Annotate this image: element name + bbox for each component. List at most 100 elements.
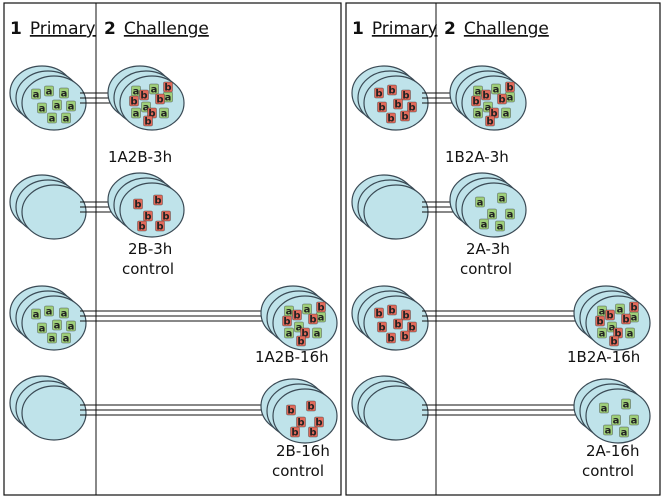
- svg-text:a: a: [475, 87, 482, 98]
- svg-text:b: b: [401, 332, 408, 343]
- chip-a: a: [495, 220, 505, 233]
- svg-text:a: a: [493, 85, 500, 96]
- svg-text:b: b: [606, 311, 613, 322]
- svg-text:b: b: [293, 311, 300, 322]
- chip-b: b: [595, 315, 605, 328]
- chip-a: a: [149, 83, 159, 96]
- challenge-dish-2b-16h-front: [272, 388, 338, 444]
- svg-text:b: b: [301, 329, 308, 340]
- svg-text:b: b: [630, 303, 637, 314]
- chip-a: a: [501, 107, 511, 120]
- svg-text:a: a: [151, 85, 158, 96]
- svg-text:b: b: [388, 306, 395, 317]
- chip-b: b: [155, 93, 165, 106]
- chip-a: a: [475, 196, 485, 209]
- chip-b: b: [161, 210, 171, 223]
- svg-text:b: b: [140, 91, 147, 102]
- chip-b: b: [481, 89, 491, 102]
- svg-text:b: b: [486, 117, 493, 128]
- svg-text:a: a: [477, 198, 484, 209]
- chip-a: a: [497, 192, 507, 205]
- chip-a: a: [312, 327, 322, 340]
- svg-text:b: b: [498, 95, 505, 106]
- svg-text:a: a: [46, 307, 53, 318]
- chip-b: b: [393, 98, 403, 111]
- svg-text:b: b: [309, 315, 316, 326]
- chip-b: b: [485, 115, 495, 128]
- svg-text:b: b: [291, 428, 298, 439]
- chip-a: a: [611, 414, 621, 427]
- svg-text:a: a: [489, 210, 496, 221]
- chip-b: b: [609, 335, 619, 348]
- challenge-dish-2b-3h-front: [119, 182, 185, 238]
- svg-text:b: b: [490, 109, 497, 120]
- svg-text:a: a: [623, 400, 630, 411]
- chip-b: b: [605, 309, 615, 322]
- svg-text:b: b: [156, 95, 163, 106]
- svg-text:a: a: [296, 323, 303, 334]
- svg-text:a: a: [621, 428, 628, 439]
- svg-text:b: b: [162, 212, 169, 223]
- chip-b: b: [401, 309, 411, 322]
- svg-text:b: b: [283, 317, 290, 328]
- primary-dish-empty-right-front: [363, 184, 429, 240]
- chip-b: b: [308, 313, 318, 326]
- label-2a-16h: 2A-16h: [586, 442, 639, 460]
- chip-b: b: [133, 198, 143, 211]
- svg-text:a: a: [33, 90, 40, 101]
- chip-a: a: [159, 107, 169, 120]
- svg-text:b: b: [378, 103, 385, 114]
- svg-text:b: b: [297, 337, 304, 348]
- label-2b-3h: 2B-3h: [128, 240, 172, 258]
- chip-b: b: [497, 93, 507, 106]
- chip-a: a: [59, 87, 69, 100]
- chip-a: a: [66, 320, 76, 333]
- chip-b: b: [308, 426, 318, 439]
- label-1a2b-3h: 1A2B-3h: [108, 148, 172, 166]
- svg-text:a: a: [481, 220, 488, 231]
- right-panel-frame: [345, 2, 661, 496]
- label-2b-16h-control: control: [272, 462, 324, 480]
- chip-b: b: [386, 112, 396, 125]
- chip-b: b: [407, 321, 417, 334]
- svg-text:a: a: [627, 329, 634, 340]
- svg-text:b: b: [482, 91, 489, 102]
- chip-a: a: [597, 327, 607, 340]
- label-2b-16h: 2B-16h: [276, 442, 330, 460]
- chip-a: a: [473, 107, 483, 120]
- label-2a-3h-control: control: [460, 260, 512, 278]
- chip-a: a: [37, 102, 47, 115]
- chip-b: b: [155, 220, 165, 233]
- svg-text:a: a: [497, 222, 504, 233]
- label-2a-16h-control: control: [582, 462, 634, 480]
- chip-b: b: [316, 301, 326, 314]
- svg-text:a: a: [304, 305, 311, 316]
- chip-a: a: [491, 83, 501, 96]
- chip-b: b: [163, 81, 173, 94]
- svg-text:b: b: [138, 222, 145, 233]
- svg-text:b: b: [408, 103, 415, 114]
- chip-a: a: [316, 311, 326, 324]
- chip-a: a: [31, 88, 41, 101]
- chip-a: a: [479, 218, 489, 231]
- chip-b: b: [137, 220, 147, 233]
- svg-text:a: a: [314, 329, 321, 340]
- svg-text:b: b: [309, 428, 316, 439]
- chip-a: a: [31, 308, 41, 321]
- svg-text:a: a: [499, 194, 506, 205]
- svg-text:b: b: [154, 196, 161, 207]
- svg-text:a: a: [54, 321, 61, 332]
- svg-text:a: a: [33, 310, 40, 321]
- svg-text:b: b: [401, 112, 408, 123]
- chip-a: a: [59, 307, 69, 320]
- svg-text:b: b: [614, 329, 621, 340]
- chip-a: a: [629, 414, 639, 427]
- svg-text:b: b: [622, 315, 629, 326]
- svg-text:b: b: [402, 91, 409, 102]
- svg-text:b: b: [315, 418, 322, 429]
- chip-a: a: [619, 426, 629, 439]
- chip-a: a: [131, 107, 141, 120]
- svg-text:a: a: [61, 309, 68, 320]
